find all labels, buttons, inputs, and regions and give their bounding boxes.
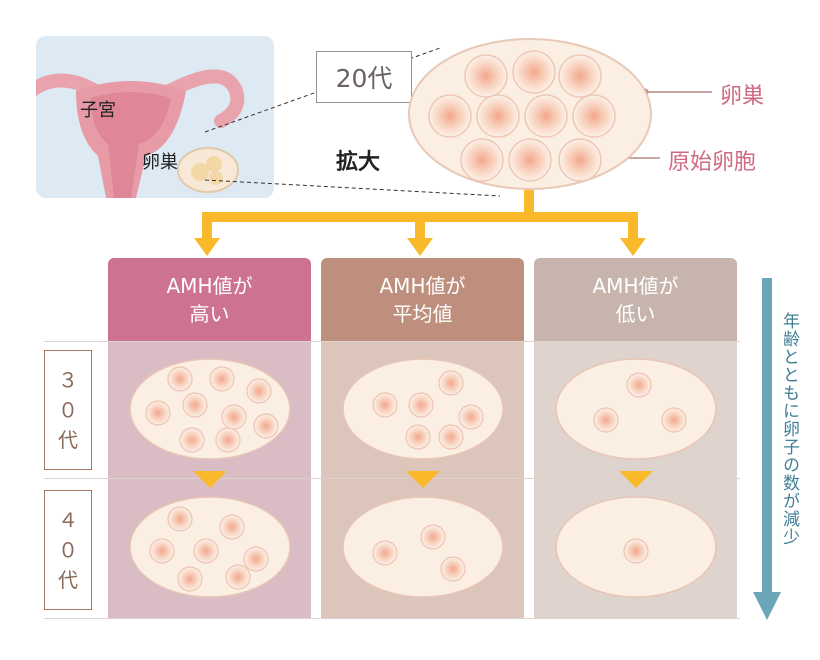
column-header-line1: AMH値が — [592, 273, 679, 298]
ovary-shape — [342, 496, 504, 598]
follicle-icon — [372, 540, 398, 566]
age-char: 代 — [58, 568, 78, 592]
follicle-icon — [661, 407, 687, 433]
column-header-line1: AMH値が — [166, 273, 253, 298]
column-header-line2: 高い — [189, 301, 230, 326]
down-arrow-icon — [193, 471, 227, 488]
ovary-label: 卵巣 — [720, 84, 765, 109]
follicle-icon — [372, 392, 398, 418]
follicle-icon — [428, 94, 472, 138]
follicle-icon — [558, 138, 602, 182]
follicle-icon — [593, 407, 619, 433]
follicle-icon — [209, 366, 235, 392]
follicle-icon — [246, 378, 272, 404]
follicle-icon — [193, 538, 219, 564]
row-line-middle — [44, 478, 740, 479]
follicle-icon — [405, 424, 431, 450]
follicle-icon — [167, 506, 193, 532]
follicle-icon — [408, 392, 434, 418]
follicle-icon — [438, 370, 464, 396]
follicle-icon — [626, 372, 652, 398]
down-arrow-icon — [619, 471, 653, 488]
follicle-icon — [512, 50, 556, 94]
follicle-icon — [167, 366, 193, 392]
branch-arrows — [194, 190, 646, 256]
uterus-label: 子宮 — [80, 100, 116, 121]
follicle-icon — [458, 404, 484, 430]
age-char: ０ — [58, 398, 78, 422]
follicle-icon — [508, 138, 552, 182]
follicle-icon — [177, 566, 203, 592]
follicle-icon — [558, 54, 602, 98]
column-header-low: AMH値が 低い — [534, 258, 737, 341]
follicle-icon — [438, 424, 464, 450]
column-header-line1: AMH値が — [379, 273, 466, 298]
follicle-icon — [572, 94, 616, 138]
age-char: 代 — [58, 428, 78, 452]
primordial-follicle-label: 原始卵胞 — [668, 150, 757, 175]
age-40s-label: ４ ０ 代 — [44, 490, 92, 610]
zoomed-ovary — [408, 38, 652, 190]
age-char: ０ — [58, 538, 78, 562]
follicle-icon — [179, 427, 205, 453]
down-arrow-icon — [406, 471, 440, 488]
column-header-line2: 平均値 — [392, 301, 453, 326]
uterus-illustration — [36, 69, 245, 198]
follicle-icon — [182, 392, 208, 418]
follicle-icon — [145, 400, 171, 426]
age-30s-label: ３ ０ 代 — [44, 350, 92, 470]
age-20s-label: 20代 — [316, 51, 412, 103]
follicle-icon — [253, 413, 279, 439]
follicle-icon — [225, 564, 251, 590]
age-decrease-note: 年齢とともに卵子の数が減少 — [779, 312, 799, 546]
follicle-icon — [440, 556, 466, 582]
inset-ovary-label: 卵巣 — [142, 152, 178, 173]
column-header-line2: 低い — [615, 301, 656, 326]
decrease-arrow — [753, 278, 781, 620]
row-line-top — [44, 341, 740, 342]
follicle-icon — [460, 138, 504, 182]
ovary-shape — [555, 358, 717, 460]
follicle-icon — [215, 427, 241, 453]
follicle-icon — [149, 538, 175, 564]
column-header-average: AMH値が 平均値 — [321, 258, 524, 341]
follicle-icon — [221, 404, 247, 430]
follicle-icon — [524, 94, 568, 138]
row-line-bottom — [44, 618, 740, 619]
age-char: ３ — [58, 368, 78, 392]
follicle-icon — [420, 524, 446, 550]
follicle-icon — [243, 546, 269, 572]
follicle-icon — [219, 514, 245, 540]
follicle-icon — [623, 538, 649, 564]
age-char: ４ — [58, 508, 78, 532]
column-header-high: AMH値が 高い — [108, 258, 311, 341]
anatomy-inset: 子宮 卵巣 — [36, 36, 274, 198]
enlarge-label: 拡大 — [336, 150, 381, 175]
follicle-icon — [464, 54, 508, 98]
follicle-icon — [476, 94, 520, 138]
